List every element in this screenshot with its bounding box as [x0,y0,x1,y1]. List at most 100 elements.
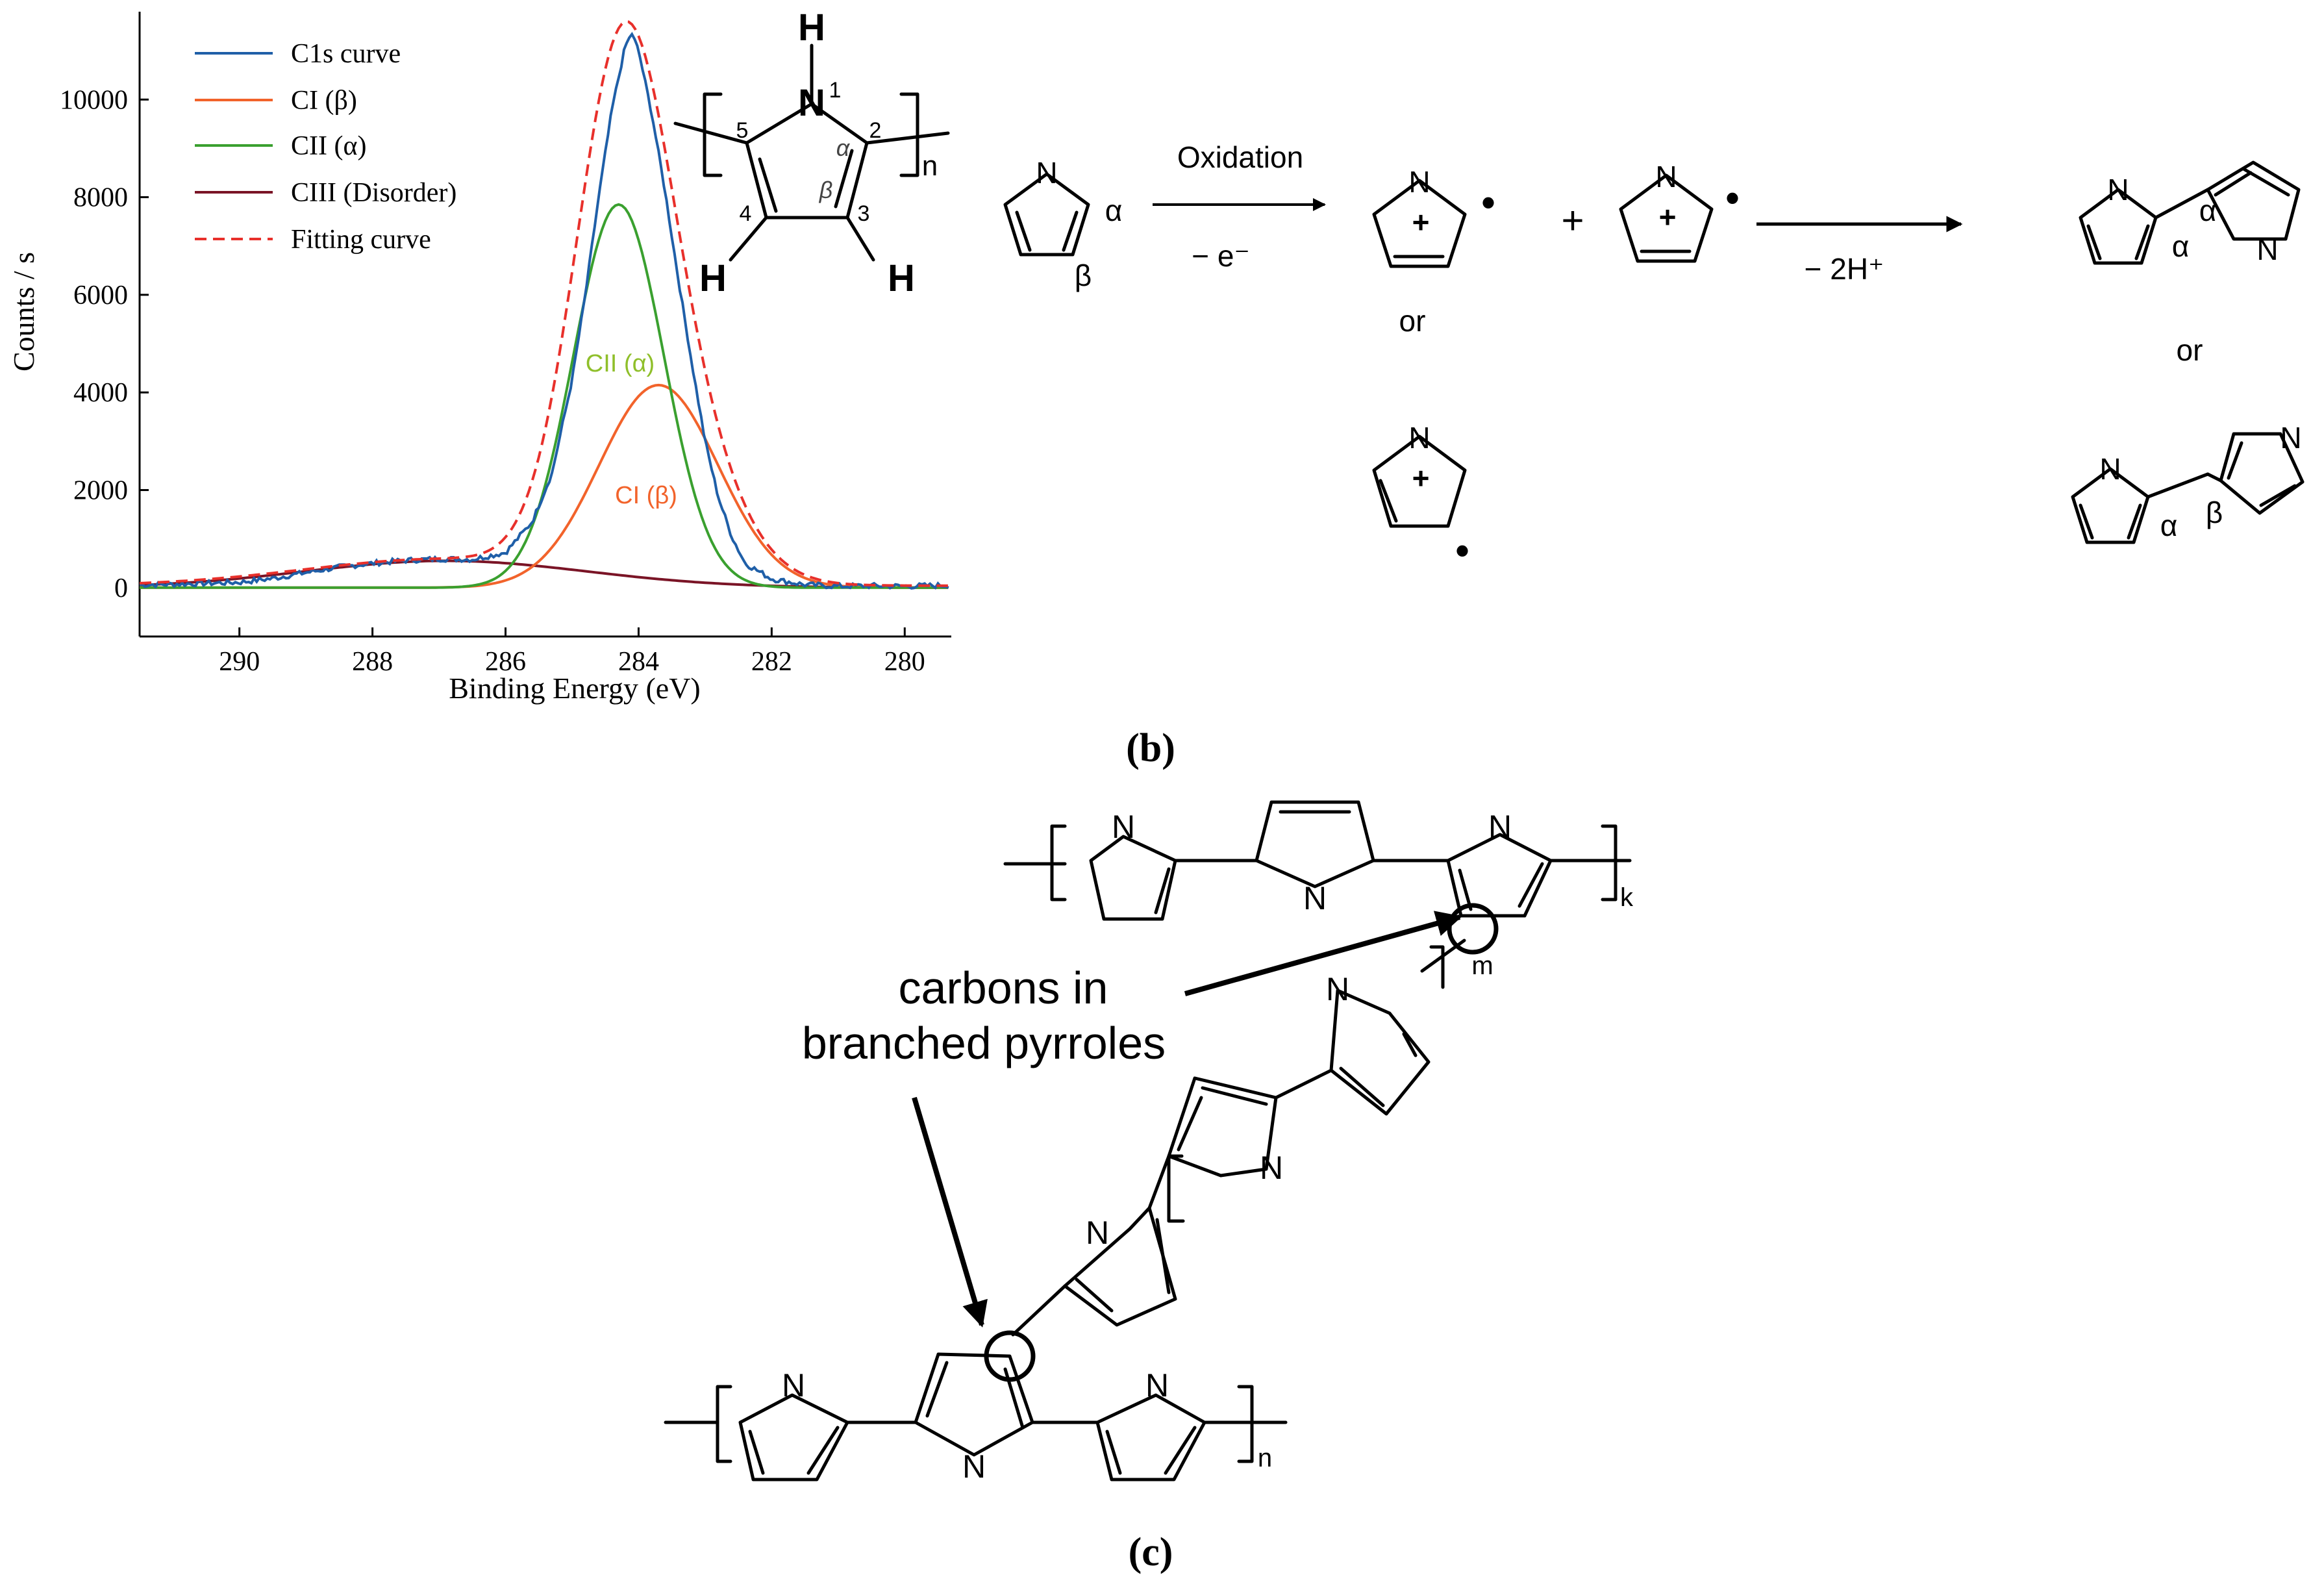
panel-c-label: (c) [1129,1530,1173,1574]
radical-cation-2: N + • [1619,160,1740,263]
electron-loss-label: − e⁻ [1192,239,1250,273]
dimer1-alpha-left: α [2172,229,2190,263]
monomer-double-bond-left-b [758,157,778,213]
branched-polypyrrole: N N N k N N N m [664,800,1634,1485]
scheme-or-1: or [1399,304,1426,338]
bottom-ring1-n: N [782,1367,805,1404]
monomer-n-atom: N [798,82,825,124]
y-tick-label: 6000 [73,281,128,310]
radical2-n: N [1655,160,1677,194]
dimer2-n-right: N [2280,421,2301,455]
panel-b-label: (b) [1126,726,1175,770]
y-tick-label: 2000 [73,476,128,506]
pyrrole-monomer-structure: N H H H n 1 2 3 4 5 α β [673,6,950,299]
peak-label-alpha: CII (α) [586,350,655,377]
monomer-alpha-label: α [836,134,851,161]
reactant-beta: β [1075,258,1092,292]
x-tick-label: 282 [751,647,792,677]
radical1-plus: + [1412,205,1430,239]
peak-label-beta: CI (β) [615,482,677,509]
monomer-subscript-n: n [922,150,938,182]
branch-ring1-n: N [1326,971,1349,1007]
x-tick-label: 288 [352,647,393,677]
monomer-number-4: 4 [740,201,752,226]
dimer2-beta: β [2206,496,2223,529]
oxidation-label: Oxidation [1177,140,1303,174]
radical-cation-1: N + • [1372,165,1495,268]
chart-legend: C1s curve CI (β) CII (α) CIII (Disorder)… [195,39,456,255]
dimer2-n-left: N [2099,452,2121,486]
callout-arrow-top [1184,911,1462,996]
y-tick-label: 0 [114,573,128,603]
x-tick-label: 284 [618,647,659,677]
y-tick-label: 10000 [60,85,128,115]
proton-loss-label: − 2H⁺ [1805,252,1884,286]
monomer-chain-left [673,121,749,145]
radical3-plus: + [1412,461,1430,495]
series-layer [139,20,949,590]
series-fit-line [139,20,948,587]
legend-label-ciii: CIII (Disorder) [291,178,456,208]
dimer2-alpha: α [2160,509,2178,542]
top-ring2-n: N [1303,880,1327,916]
legend-label-c1s: C1s curve [291,39,401,69]
radical3-n: N [1408,421,1430,455]
scheme-or-2: or [2177,333,2203,367]
y-tick-label: 4000 [73,378,128,408]
bottom-ring3-n: N [1145,1367,1169,1404]
combine-plus: + [1561,199,1584,242]
oxidation-scheme: N α β Oxidation − e⁻ N + • or + N + • [1003,140,2305,572]
monomer-h4-bond [729,216,768,262]
x-axis-label: Binding Energy (eV) [449,672,701,705]
top-subscript-k: k [1620,883,1634,912]
top-ring1-n: N [1112,809,1135,845]
monomer-bracket-left [703,92,723,177]
dimer-alpha-alpha: N N α α [2079,160,2301,266]
dimer1-n-right: N [2256,233,2278,266]
x-tick-group: 290 288 286 284 282 280 [219,627,925,677]
reactant-alpha: α [1105,194,1123,227]
x-tick-label: 280 [884,647,925,677]
monomer-h-top: H [798,6,825,49]
monomer-bracket-right [899,92,919,177]
radical3-dot: • [1455,529,1469,572]
monomer-chain-right [865,131,950,145]
pyrrole-reactant: N α β [1003,156,1123,292]
callout-line-2: branched pyrroles [802,1018,1166,1068]
radical1-dot: • [1481,181,1495,224]
monomer-beta-label: β [819,177,833,203]
monomer-number-5: 5 [736,118,749,143]
series-cii-line [140,203,948,589]
monomer-double-bond-right [834,149,854,208]
x-tick-label: 286 [485,647,526,677]
dimer-alpha-beta: N N α β [2071,421,2305,544]
monomer-number-3: 3 [858,201,870,226]
reactant-n: N [1036,156,1057,190]
bottom-ring2-n: N [962,1448,986,1485]
monomer-number-1: 1 [829,78,842,103]
legend-label-cii: CII (α) [291,131,366,161]
callout-line-1: carbons in [899,963,1108,1013]
branch-subscript-m: m [1471,952,1493,980]
radical1-n: N [1408,165,1430,199]
radical2-dot: • [1725,176,1739,220]
radical2-plus: + [1659,200,1677,234]
branch-ring3-n: N [1086,1215,1109,1251]
monomer-h-left: H [699,257,727,299]
y-tick-group: 0 2000 4000 6000 8000 10000 [60,85,149,603]
monomer-h3-bond [845,216,875,262]
y-axis-label: Counts / s [7,252,40,372]
dimer1-alpha-right: α [2199,194,2217,227]
chart-axes [138,12,951,638]
monomer-ring [745,102,869,220]
callout-arrow-bottom [912,1096,988,1328]
dimer1-n-left: N [2107,173,2129,207]
top-ring3-n: N [1488,809,1512,845]
x-tick-label: 290 [219,647,260,677]
y-tick-label: 8000 [73,183,128,213]
xps-chart: 290 288 286 284 282 280 0 2000 4000 6000 8000 1000… [7,6,951,705]
series-c1s-line [139,32,949,590]
branch-ring2-n: N [1260,1150,1283,1186]
